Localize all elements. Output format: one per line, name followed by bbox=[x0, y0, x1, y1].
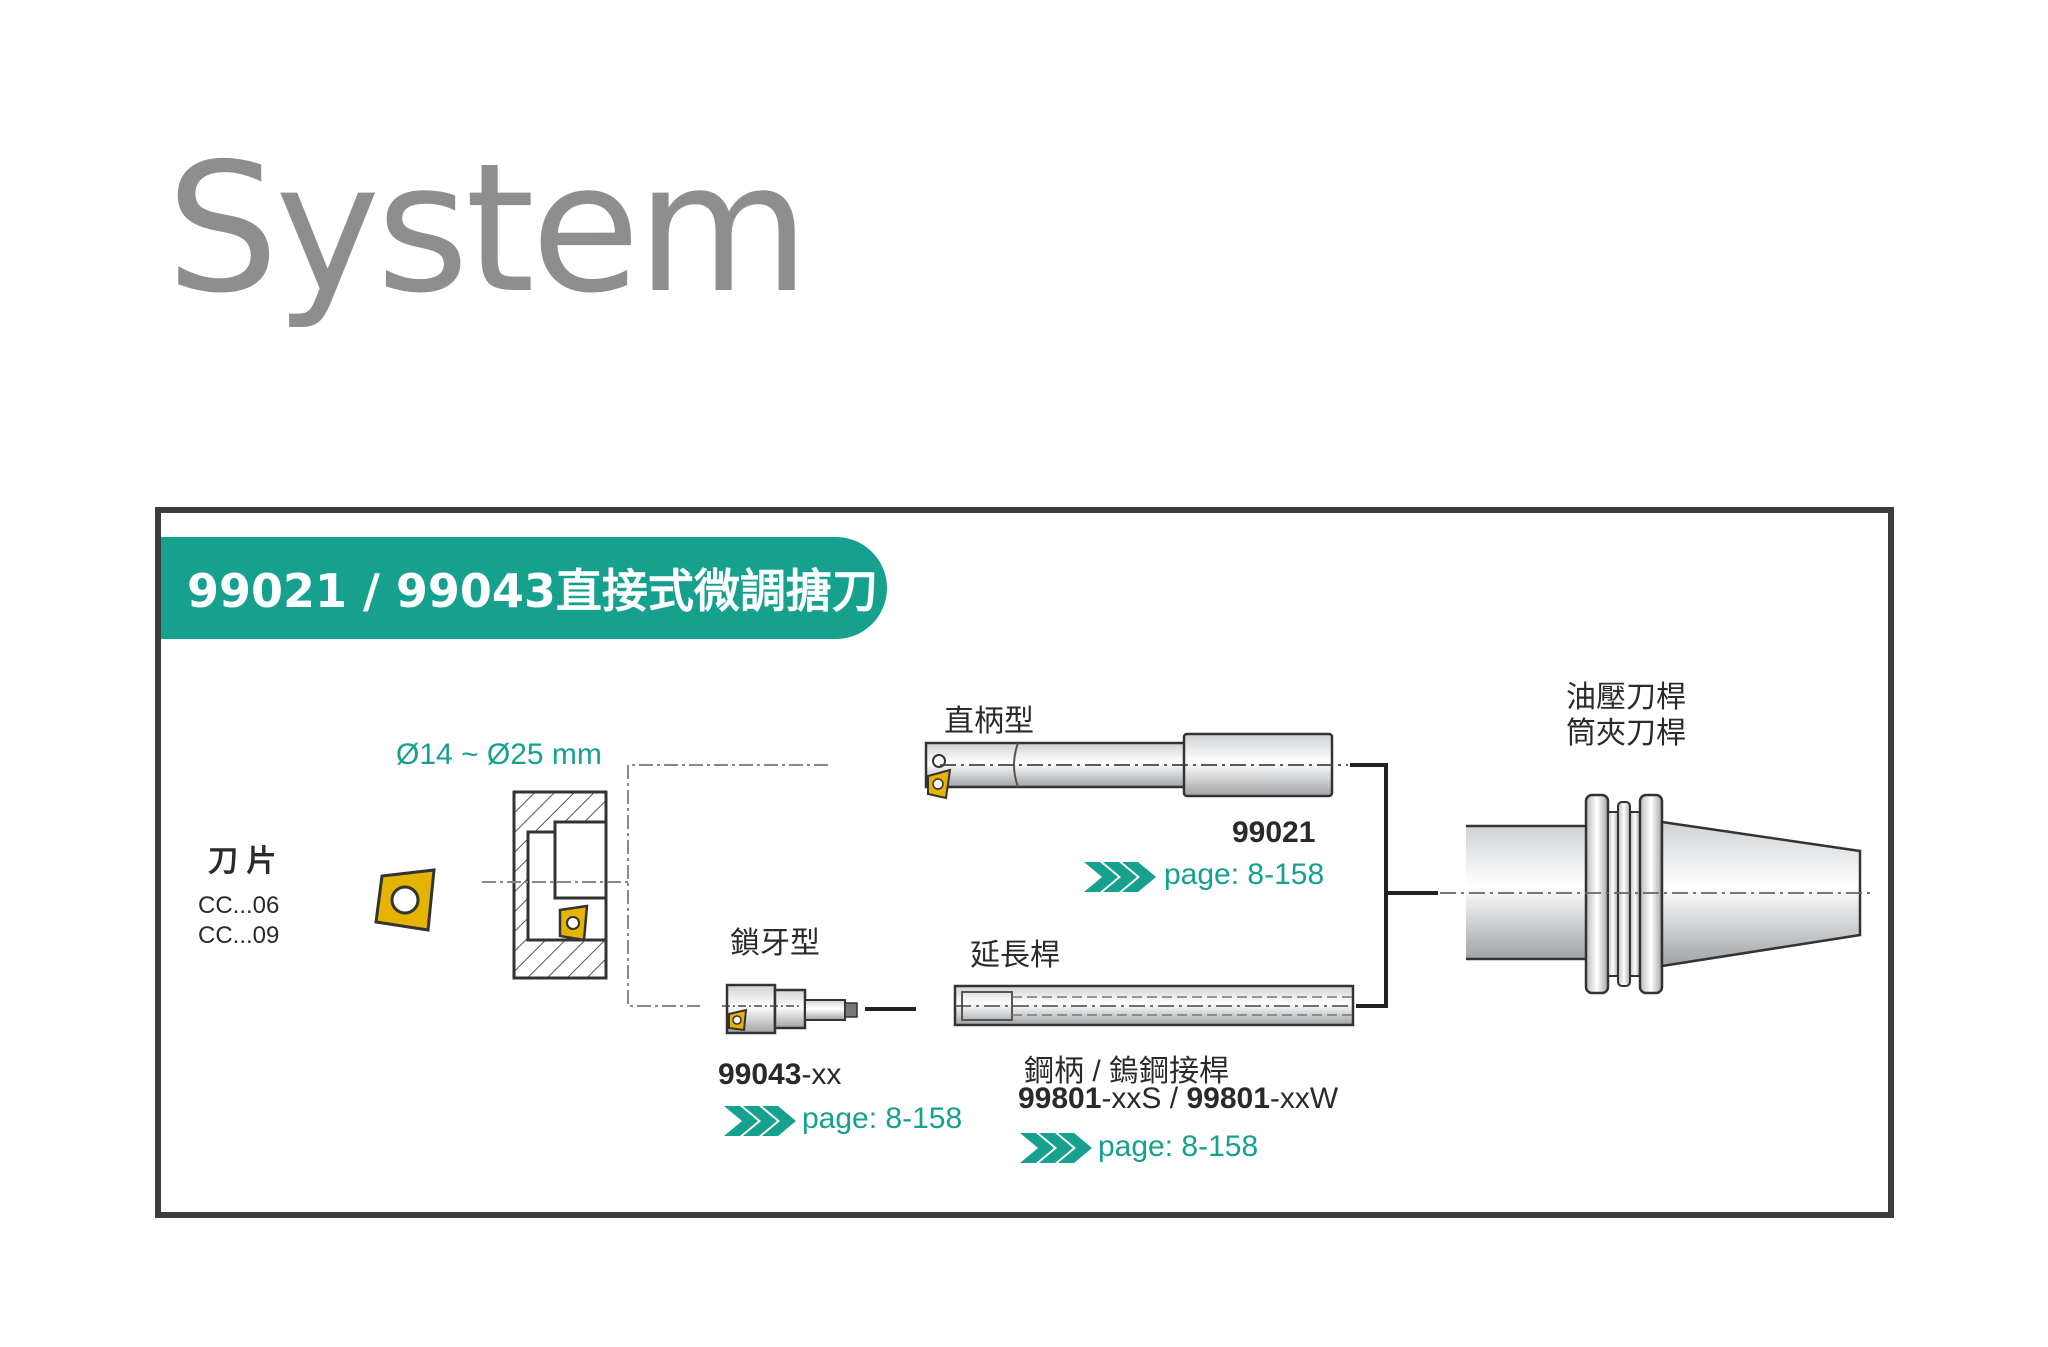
insert-model-1: CC...06 bbox=[198, 892, 280, 919]
screw-type-head-icon bbox=[722, 983, 916, 1035]
page-title: System bbox=[166, 125, 810, 332]
bore-section-icon bbox=[482, 790, 628, 980]
extension-bar-label: 延長桿 bbox=[970, 939, 1060, 972]
insert-icon bbox=[374, 868, 436, 932]
screw-code-suffix: -xx bbox=[801, 1058, 842, 1091]
holder-label-1: 油壓刀桿 bbox=[1566, 681, 1686, 714]
holder-label-2: 筒夾刀桿 bbox=[1566, 717, 1686, 750]
insert-model-2: CC...09 bbox=[198, 922, 280, 949]
ext-code-a-bold: 99801 bbox=[1018, 1082, 1102, 1115]
diameter-range-label: Ø14 ~ Ø25 mm bbox=[396, 738, 602, 771]
insert-label: 刀 片 bbox=[208, 845, 277, 878]
extension-bar-icon bbox=[953, 984, 1355, 1027]
system-frame: 99021 / 99043直接式微調搪刀 bbox=[155, 507, 1894, 1218]
straight-shank-bar-icon bbox=[924, 732, 1348, 800]
extension-codes: 99801-xxS / 99801-xxW bbox=[1018, 1082, 1338, 1116]
page-ref-straight[interactable]: page: 8-158 bbox=[1164, 858, 1325, 891]
tool-holder-icon bbox=[1440, 793, 1870, 995]
chevron-arrow-icon bbox=[724, 1106, 796, 1136]
page-ref-extension[interactable]: page: 8-158 bbox=[1098, 1130, 1259, 1163]
ext-code-b-bold: 99801 bbox=[1186, 1082, 1270, 1115]
screw-type-code: 99043-xx bbox=[718, 1058, 841, 1092]
straight-shank-code: 99021 bbox=[1232, 816, 1316, 849]
ext-code-b-suffix: -xxW bbox=[1269, 1082, 1339, 1115]
chevron-arrow-icon bbox=[1084, 862, 1156, 892]
series-banner: 99021 / 99043直接式微調搪刀 bbox=[161, 537, 887, 639]
chevron-arrow-icon bbox=[1020, 1133, 1092, 1163]
ext-code-a-suffix: -xxS / bbox=[1101, 1082, 1187, 1115]
bore-connectors bbox=[627, 764, 828, 1007]
screw-type-label: 鎖牙型 bbox=[730, 927, 820, 960]
holder-connector bbox=[1350, 763, 1438, 1008]
straight-shank-label: 直柄型 bbox=[944, 705, 1034, 738]
page-ref-screw[interactable]: page: 8-158 bbox=[802, 1102, 963, 1135]
screw-code-bold: 99043 bbox=[718, 1058, 802, 1091]
extension-desc-label: 鋼柄 / 鎢鋼接桿 bbox=[1024, 1055, 1230, 1088]
